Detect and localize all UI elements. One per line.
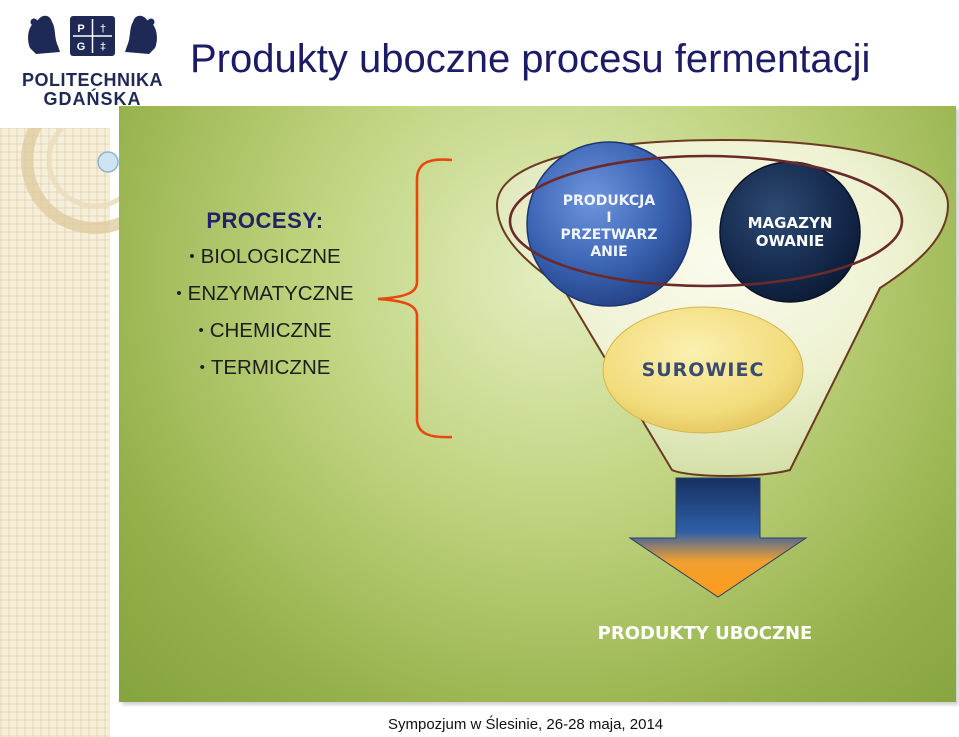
svg-text:‡: ‡ bbox=[100, 40, 106, 53]
logo-line-1: POLITECHNIKA bbox=[22, 70, 163, 90]
funnel-rim-ring bbox=[508, 154, 904, 288]
orange-bracket bbox=[377, 158, 453, 439]
process-heading: PROCESY: bbox=[206, 208, 324, 233]
logo-line-2: GDAŃSKA bbox=[43, 89, 142, 109]
production-label-line-2: I bbox=[606, 210, 611, 226]
university-logo: P G † ‡ POLITECHNIKA GDAŃSKA bbox=[0, 0, 185, 128]
slide-title: Produkty uboczne procesu fermentacji bbox=[190, 37, 871, 81]
production-circle bbox=[526, 141, 692, 307]
crest-letter-g: G bbox=[77, 41, 86, 53]
production-label-line-4: ANIE bbox=[590, 244, 627, 260]
process-item-chemical: CHEMICZNE bbox=[150, 312, 380, 349]
process-item-biological: BIOLOGICZNE bbox=[150, 238, 380, 275]
process-item-enzymatic: ENZYMATYCZNE bbox=[150, 275, 380, 312]
process-list: PROCESY: BIOLOGICZNE ENZYMATYCZNE CHEMIC… bbox=[150, 208, 380, 386]
storage-label-line-1: MAGAZYN bbox=[748, 214, 833, 232]
crest-letter-p: P bbox=[77, 23, 84, 35]
footer-text: Sympozjum w Ślesinie, 26-28 maja, 2014 bbox=[388, 716, 664, 733]
storage-label-line-2: OWANIE bbox=[756, 232, 825, 250]
production-label-line-1: PRODUKCJA bbox=[563, 193, 656, 209]
output-label: PRODUKTY UBOCZNE bbox=[598, 623, 813, 644]
raw-material-circle bbox=[602, 306, 804, 434]
down-arrow bbox=[628, 477, 808, 598]
crest-icon: P G † ‡ bbox=[28, 15, 157, 56]
production-label-line-3: PRZETWARZ bbox=[561, 227, 658, 243]
raw-material-label: SUROWIEC bbox=[642, 359, 765, 381]
svg-text:†: † bbox=[100, 22, 106, 35]
process-item-thermal: TERMICZNE bbox=[150, 349, 380, 386]
